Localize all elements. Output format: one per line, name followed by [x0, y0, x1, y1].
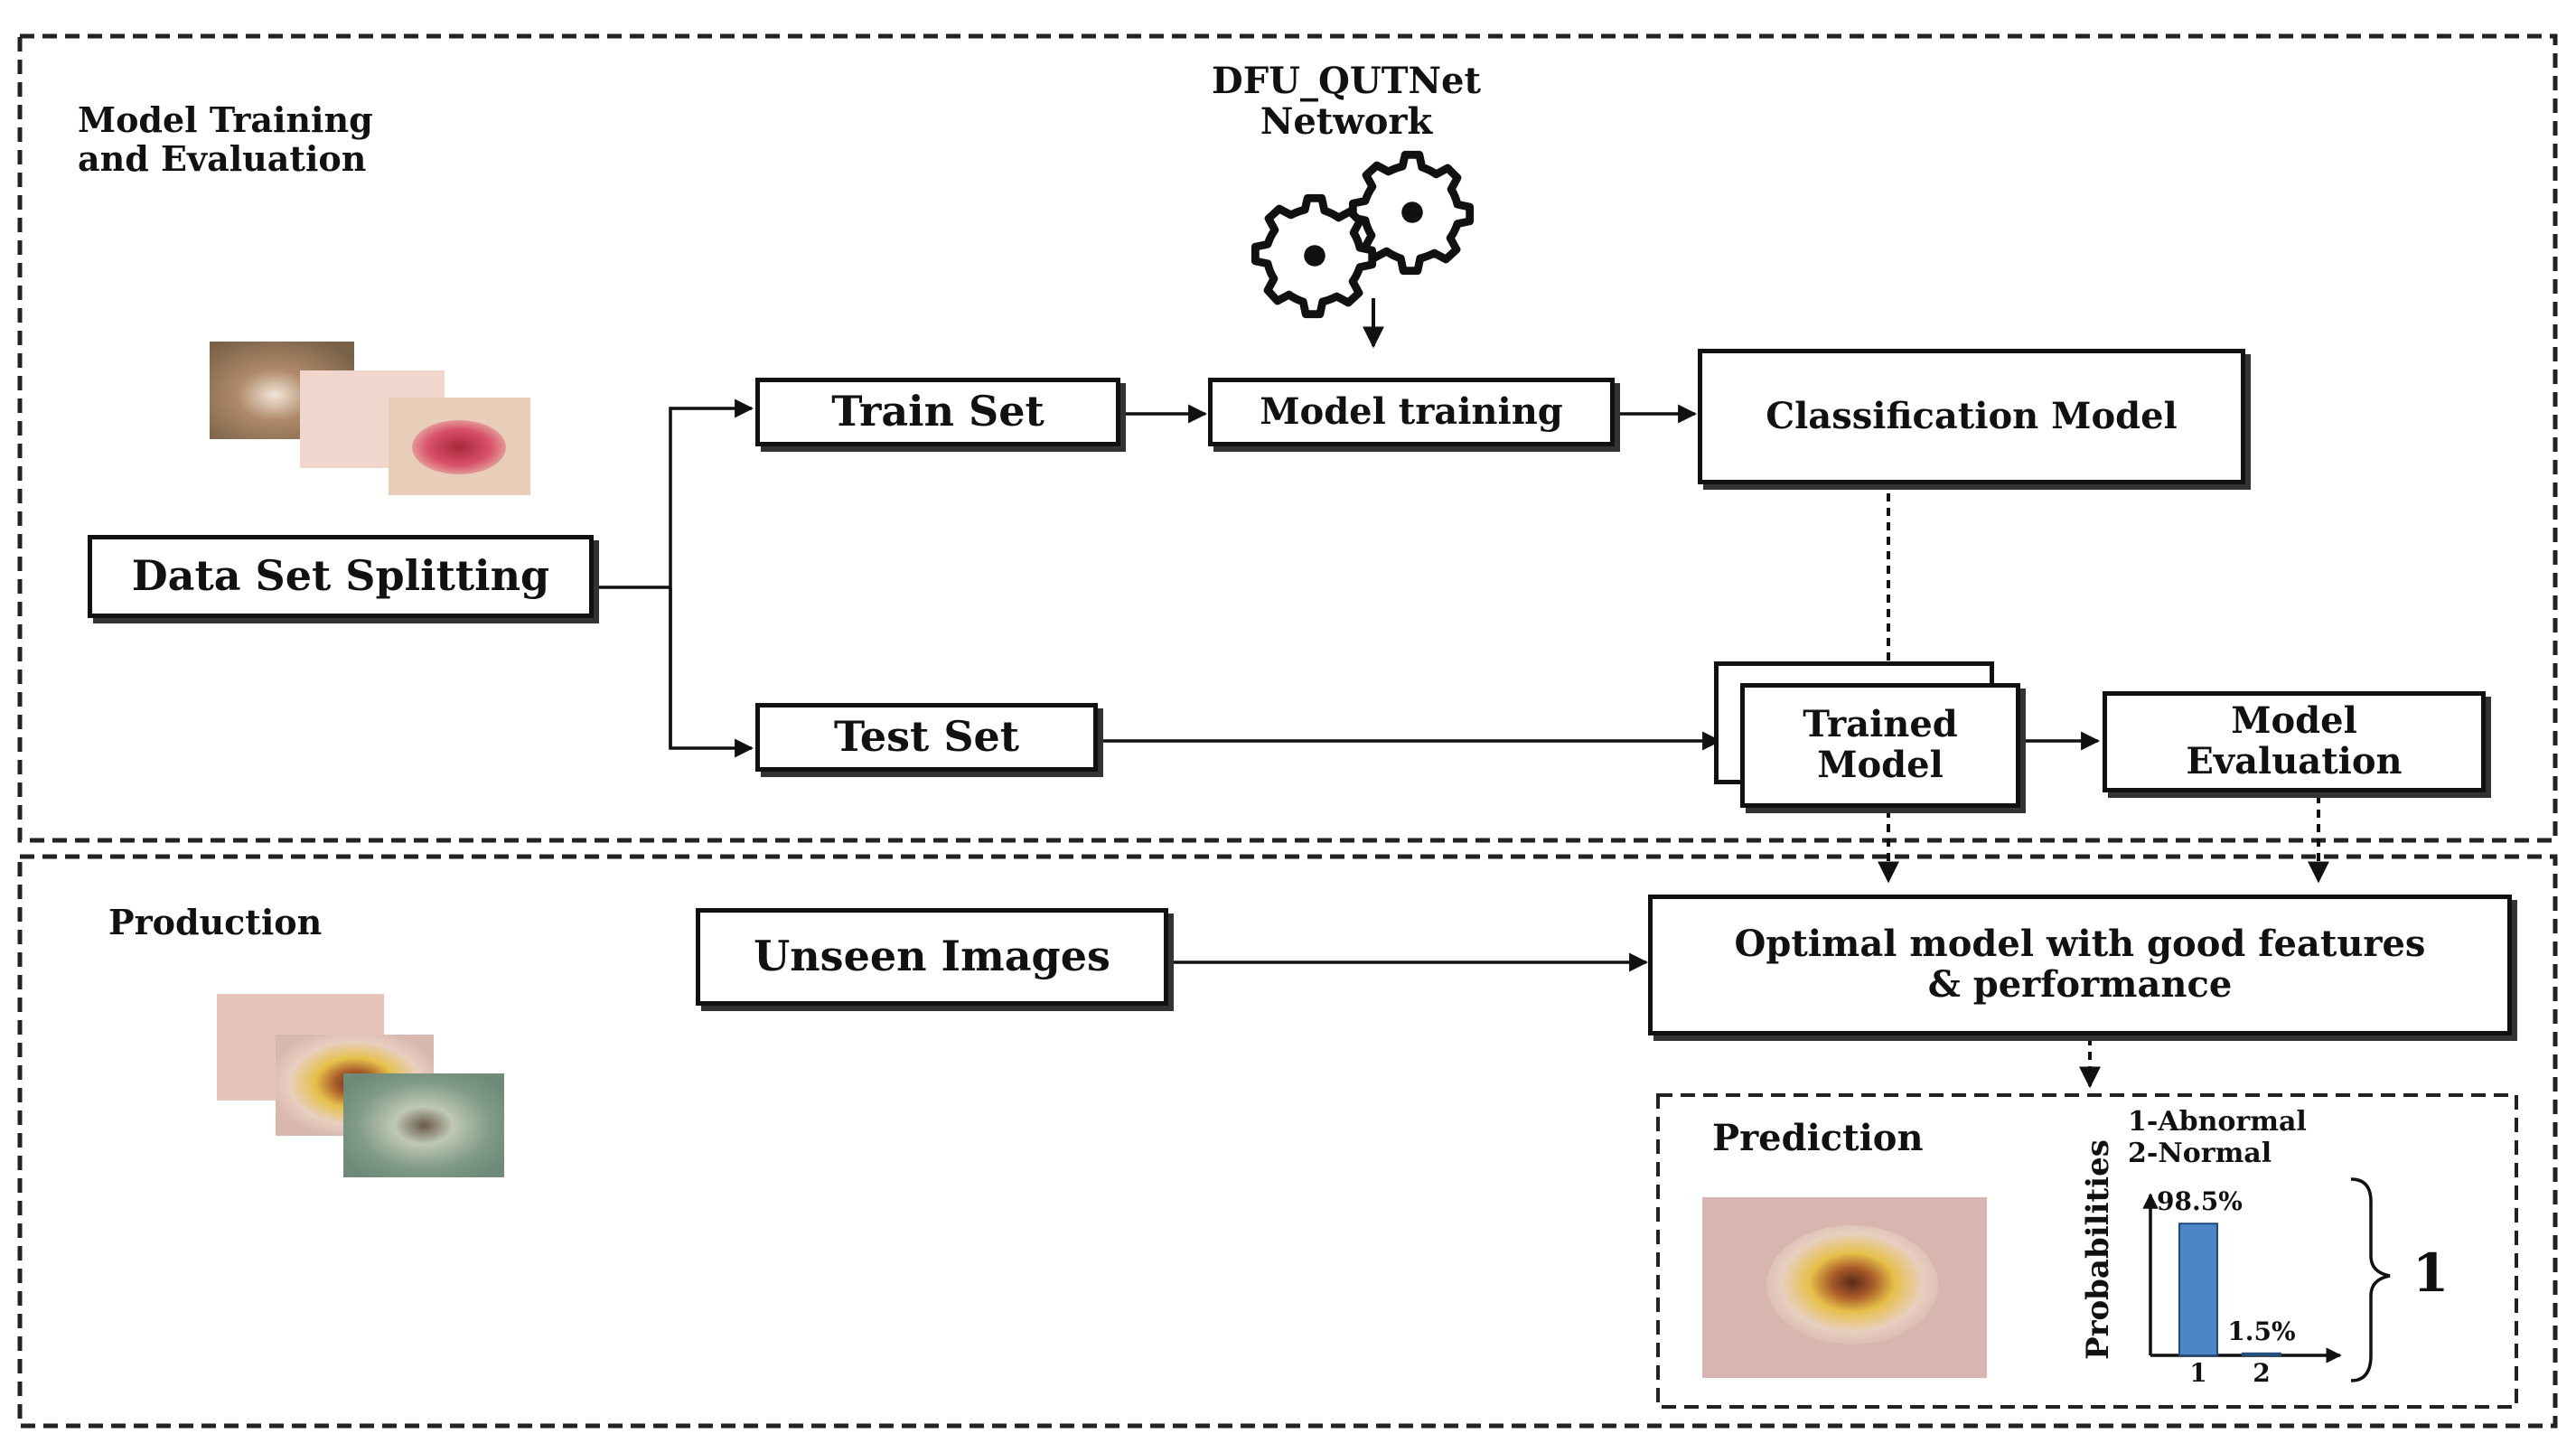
train-set-label: Train Set [831, 387, 1044, 436]
split-to-train-arrow [669, 398, 754, 748]
prediction-title: Prediction [1712, 1117, 1924, 1159]
production-sample-images [217, 994, 504, 1177]
model-evaluation-node: Model Evaluation [2103, 691, 2486, 792]
test-set-node: Test Set [755, 703, 1098, 772]
test-set-label: Test Set [833, 712, 1020, 762]
model-training-node: Model training [1208, 378, 1615, 446]
training-sample-images [210, 342, 530, 495]
predicted-class-result: 1 [2412, 1242, 2450, 1304]
classification-model-label: Classification Model [1766, 394, 2178, 437]
bar-value-label-2: 1.5% [2227, 1316, 2296, 1346]
data-set-splitting-node: Data Set Splitting [88, 535, 594, 618]
split-to-test-arrow [669, 587, 754, 758]
prediction-panel-border [1656, 1093, 2518, 1409]
unseen-images-node: Unseen Images [696, 908, 1168, 1006]
optimal-model-node: Optimal model with good features & perfo… [1648, 895, 2512, 1035]
training-section-border [17, 33, 2558, 843]
training-section-title: Model Training and Evaluation [78, 99, 373, 179]
x-tick-label-2: 2 [2253, 1358, 2271, 1388]
probability-bar-2 [2242, 1352, 2281, 1357]
model-evaluation-label: Model Evaluation [2186, 699, 2403, 782]
probability-bars [2178, 1223, 2281, 1357]
data-set-splitting-label: Data Set Splitting [131, 551, 550, 601]
trained-model-node: Trained Model [1740, 683, 2020, 808]
bar-value-label-1: 98.5% [2157, 1186, 2243, 1217]
model-training-label: Model training [1260, 389, 1563, 433]
class-legend-normal: 2-Normal [2128, 1138, 2272, 1169]
class-legend-abnormal: 1-Abnormal [2128, 1106, 2307, 1138]
optimal-model-label: Optimal model with good features & perfo… [1734, 923, 2426, 1006]
gears-icon [1255, 155, 1469, 314]
production-section-title: Production [108, 902, 323, 942]
train-set-node: Train Set [755, 378, 1120, 446]
production-section-border [17, 854, 2558, 1429]
probability-bar-1 [2178, 1223, 2218, 1356]
unseen-images-label: Unseen Images [754, 932, 1110, 981]
classification-model-node: Classification Model [1698, 349, 2245, 484]
network-title: DFU_QUTNet Network [1212, 60, 1481, 143]
trained-model-label: Trained Model [1803, 703, 1958, 786]
x-tick-label-1: 1 [2189, 1358, 2207, 1388]
result-brace [2350, 1177, 2391, 1382]
prediction-wound-image [1702, 1197, 1987, 1378]
probability-axis-label: Probabilities [2080, 1139, 2116, 1360]
